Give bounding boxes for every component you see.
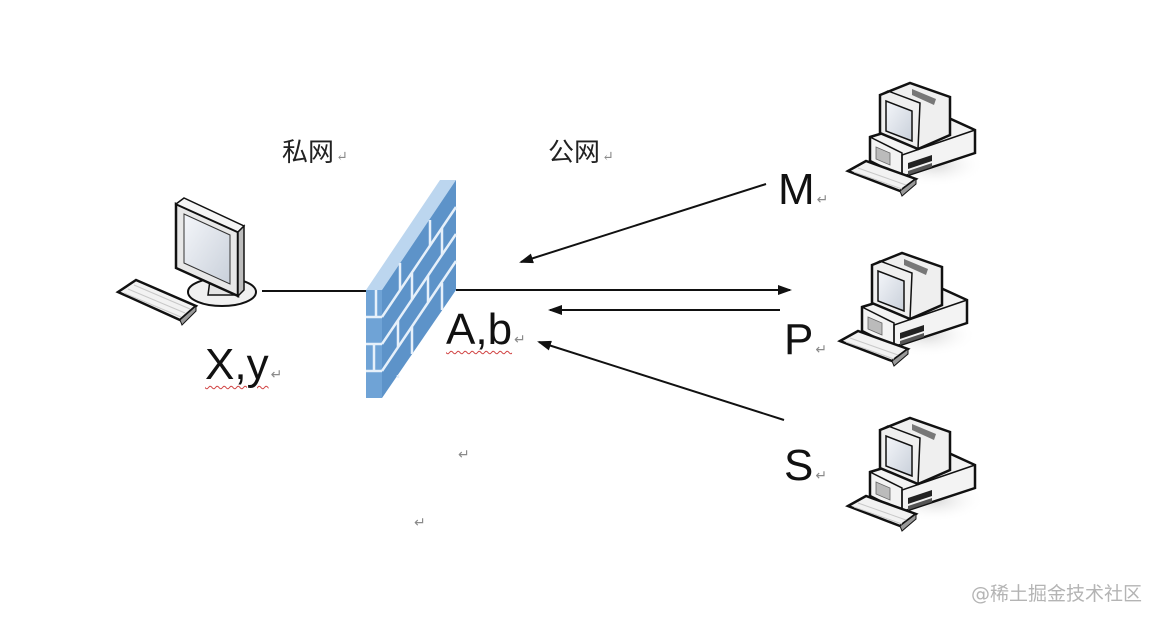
paragraph-mark: ↵ bbox=[458, 446, 470, 462]
arrow-M-to-firewall bbox=[519, 183, 767, 264]
node-M-label: M↵ bbox=[778, 165, 829, 214]
client-computer-icon bbox=[115, 197, 257, 326]
firewall-address-label: A,b↵ bbox=[446, 305, 526, 354]
client-address-label: X,y↵ bbox=[205, 340, 283, 389]
public-computer-S-icon bbox=[846, 416, 987, 533]
watermark: @稀土掘金技术社区 bbox=[970, 583, 1142, 605]
public-computer-P-icon bbox=[838, 251, 979, 368]
private-network-label: 私网↵ bbox=[282, 138, 348, 168]
node-P-label: P↵ bbox=[784, 315, 828, 364]
firewall-icon bbox=[366, 180, 458, 398]
node-S-label: S↵ bbox=[784, 441, 828, 490]
arrow-S-to-firewall bbox=[537, 340, 785, 421]
paragraph-mark: ↵ bbox=[414, 514, 426, 530]
public-computer-M-icon bbox=[845, 81, 985, 197]
public-network-label: 公网↵ bbox=[548, 138, 614, 168]
